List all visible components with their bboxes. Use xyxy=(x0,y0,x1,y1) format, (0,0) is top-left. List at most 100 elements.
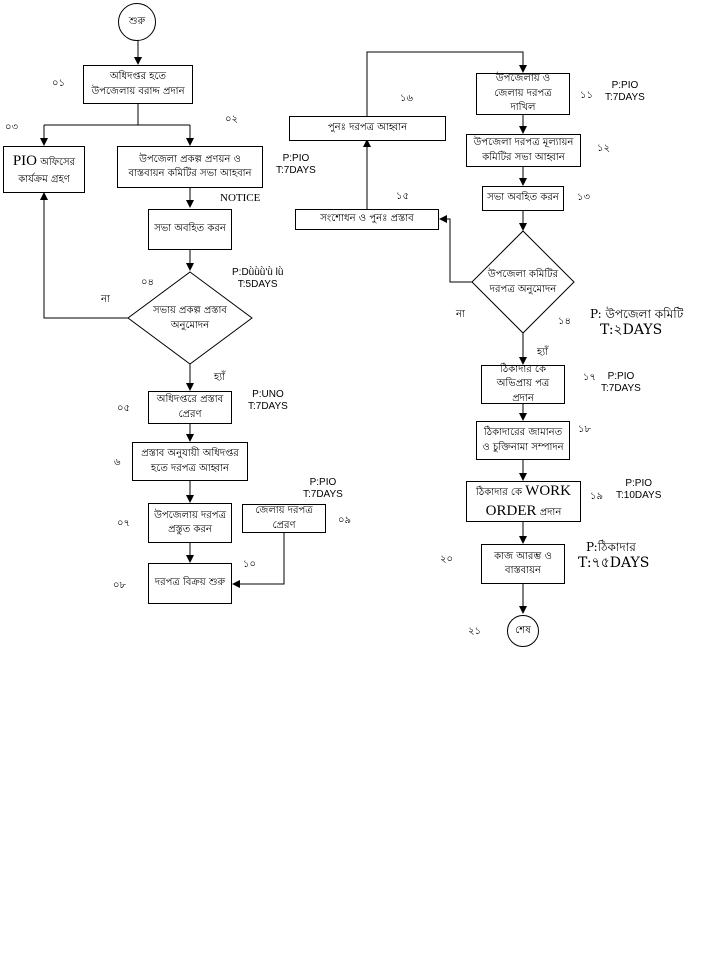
step-20-meta: P:ঠিকাদার T:৭৫DAYS xyxy=(578,540,650,571)
edge-16-11 xyxy=(366,51,527,116)
step-06-box: প্রস্তাব অনুযায়ী অধিদপ্তর হতে দরপত্র আহ… xyxy=(132,442,248,481)
step-16-box: পুনঃ দরপত্র আহ্বান xyxy=(289,116,446,141)
start-label: শুরু xyxy=(128,15,146,27)
step-06-label: প্রস্তাব অনুযায়ী অধিদপ্তর হতে দরপত্র আহ… xyxy=(141,448,239,474)
step-03-box: PIO অফিসের কার্যক্রম গ্রহণ xyxy=(3,146,85,193)
step-20-label: কাজ আরম্ভ ও বাস্তবায়ন xyxy=(494,550,552,577)
step-04-person: P:Dǜǜǜ'ǜ lǜ xyxy=(232,267,284,278)
step-number-19: ১৯ xyxy=(590,491,603,502)
step-03-line: PIO অফিসের কার্যক্রম গ্রহণ xyxy=(8,151,80,187)
step-02-meta: P:PIO T:7DAYS xyxy=(276,153,316,177)
step-04-time: T:5DAYS xyxy=(237,279,278,290)
step-14-time: T:২DAYS xyxy=(600,322,663,338)
step-17-meta: P:PIO T:7DAYS xyxy=(601,371,641,395)
step-15-label: সংশোধন ও পুনঃ প্রস্তাব xyxy=(320,213,414,225)
step-19-label-work: WORK xyxy=(525,483,571,499)
step-notice-box: সভা অবহিত করন xyxy=(148,209,232,250)
step-number-12: ১২ xyxy=(597,143,610,154)
edge-14-no xyxy=(439,215,472,283)
step-07-label: উপজেলায় দরপত্র প্রস্তুত করন xyxy=(154,509,226,536)
step-05-time: T:7DAYS xyxy=(248,401,288,412)
step-number-14: ১৪ xyxy=(558,316,571,327)
step-09-meta: P:PIO T:7DAYS xyxy=(303,477,343,501)
step-number-18: ১৮ xyxy=(578,424,591,435)
step-12-label: উপজেলা দরপত্র মূল্যায়ন কমিটির সভা আহ্বা… xyxy=(473,137,574,163)
step-number-06: ৬ xyxy=(114,457,121,468)
step-15-box: সংশোধন ও পুনঃ প্রস্তাব xyxy=(295,209,439,230)
step-02-label: উপজেলা প্রকল্প প্রণয়ন ও বাস্তবায়ন কমিট… xyxy=(128,153,252,180)
end-label: শেষ xyxy=(515,624,531,636)
step-number-02: ০২ xyxy=(225,114,239,125)
step-14-meta: P: উপজেলা কমিটি T:২DAYS xyxy=(590,307,683,340)
step-number-17: ১৭ xyxy=(583,372,596,383)
decision-04-label: সভায় প্রকল্প প্রস্তাব অনুমোদন xyxy=(153,305,227,331)
step-number-08: ০৮ xyxy=(113,580,126,591)
step-19-time: T:10DAYS xyxy=(616,490,662,501)
step-05-meta: P:UNO T:7DAYS xyxy=(248,389,288,413)
step-number-20: ২০ xyxy=(440,554,454,565)
step-02-box: উপজেলা প্রকল্প প্রণয়ন ও বাস্তবায়ন কমিট… xyxy=(117,146,263,188)
step-09-label: জেলায় দরপত্র প্রেরণ xyxy=(255,505,313,531)
decision-14-label: উপজেলা কমিটির দরপত্র অনুমোদন xyxy=(487,269,559,295)
step-17-label: ঠিকাদার কে অভিপ্রায় পত্র প্রদান xyxy=(496,363,550,404)
step-19-person: P:PIO xyxy=(625,478,653,489)
step-17-time: T:7DAYS xyxy=(601,383,641,394)
step-20-time: T:৭৫DAYS xyxy=(578,554,650,571)
step-05-label: অধিদপ্তরে প্রস্তাব প্রেরণ xyxy=(156,394,224,420)
step-17-box: ঠিকাদার কে অভিপ্রায় পত্র প্রদান xyxy=(481,363,565,404)
step-20-box: কাজ আরম্ভ ও বাস্তবায়ন xyxy=(481,544,565,584)
step-notice-label: সভা অবহিত করন xyxy=(154,223,226,235)
step-11-label: উপজেলায় ও জেলায় দরপত্র দাখিল xyxy=(494,73,552,114)
step-18-box: ঠিকাদারের জামানত ও চুক্তিনামা সম্পাদন xyxy=(476,421,570,460)
end-node: শেষ xyxy=(507,615,539,647)
step-01-label: অধিদপ্তর হতে উপজেলায় বরাদ্দ প্রদান xyxy=(91,71,185,97)
step-number-04: ০৪ xyxy=(141,277,154,288)
notice-label: NOTICE xyxy=(220,192,261,204)
step-number-07: ০৭ xyxy=(117,518,131,529)
step-11-meta: P:PIO T:7DAYS xyxy=(605,80,645,104)
step-05-box: অধিদপ্তরে প্রস্তাব প্রেরণ xyxy=(148,391,232,424)
step-08-box: দরপত্র বিক্রয় শুরু xyxy=(148,563,232,604)
step-13-label: সভা অবহিত করন xyxy=(487,192,559,204)
step-19-label-post: প্রদান xyxy=(539,506,562,518)
step-09-time: T:7DAYS xyxy=(303,489,343,500)
step-03-label: অফিসের কার্যক্রম গ্রহণ xyxy=(18,157,76,186)
step-12-box: উপজেলা দরপত্র মূল্যায়ন কমিটির সভা আহ্বা… xyxy=(466,134,581,167)
step-11-person: P:PIO xyxy=(611,80,639,91)
step-08-label: দরপত্র বিক্রয় শুরু xyxy=(154,577,226,589)
step-13-box: সভা অবহিত করন xyxy=(482,186,564,211)
step-number-21: ২১ xyxy=(468,626,481,637)
step-04-meta: P:Dǜǜǜ'ǜ lǜ T:5DAYS xyxy=(232,267,283,291)
decision-14-no-label: না xyxy=(456,309,465,320)
step-19-box: ঠিকাদার কে WORK ORDER প্রদান xyxy=(466,481,581,522)
step-number-09: ০৯ xyxy=(338,515,351,526)
edge-09-08 xyxy=(232,532,285,588)
decision-04-yes-label: হ্যাঁ xyxy=(214,372,226,383)
step-01-box: অধিদপ্তর হতে উপজেলায় বরাদ্দ প্রদান xyxy=(83,65,193,104)
start-node: শুরু xyxy=(118,3,156,41)
step-number-03: ০৩ xyxy=(5,122,19,133)
step-11-time: T:7DAYS xyxy=(605,92,645,103)
step-number-11: ১১ xyxy=(580,90,593,101)
step-17-person: P:PIO xyxy=(607,371,635,382)
step-18-label: ঠিকাদারের জামানত ও চুক্তিনামা সম্পাদন xyxy=(482,427,564,453)
step-09-box: জেলায় দরপত্র প্রেরণ xyxy=(242,504,326,533)
step-14-person: P: উপজেলা কমিটি xyxy=(590,307,684,321)
step-number-10: ১০ xyxy=(243,559,256,570)
step-11-box: উপজেলায় ও জেলায় দরপত্র দাখিল xyxy=(476,73,570,115)
step-02-time: T:7DAYS xyxy=(276,165,316,176)
edge-04-no xyxy=(40,192,128,319)
step-number-16: ১৬ xyxy=(400,93,413,104)
step-19-meta: P:PIO T:10DAYS xyxy=(616,478,661,502)
step-07-box: উপজেলায় দরপত্র প্রস্তুত করন xyxy=(148,503,232,543)
step-05-person: P:UNO xyxy=(252,389,284,400)
step-20-person: P:ঠিকাদার xyxy=(586,540,636,554)
step-number-13: ১৩ xyxy=(577,192,590,203)
step-19-label: ঠিকাদার কে WORK ORDER প্রদান xyxy=(476,482,571,521)
step-03-label-pio: PIO xyxy=(12,153,37,170)
step-16-label: পুনঃ দরপত্র আহ্বান xyxy=(327,122,408,134)
step-09-person: P:PIO xyxy=(309,477,337,488)
step-number-05: ০৫ xyxy=(117,403,130,414)
step-02-person: P:PIO xyxy=(282,153,310,164)
